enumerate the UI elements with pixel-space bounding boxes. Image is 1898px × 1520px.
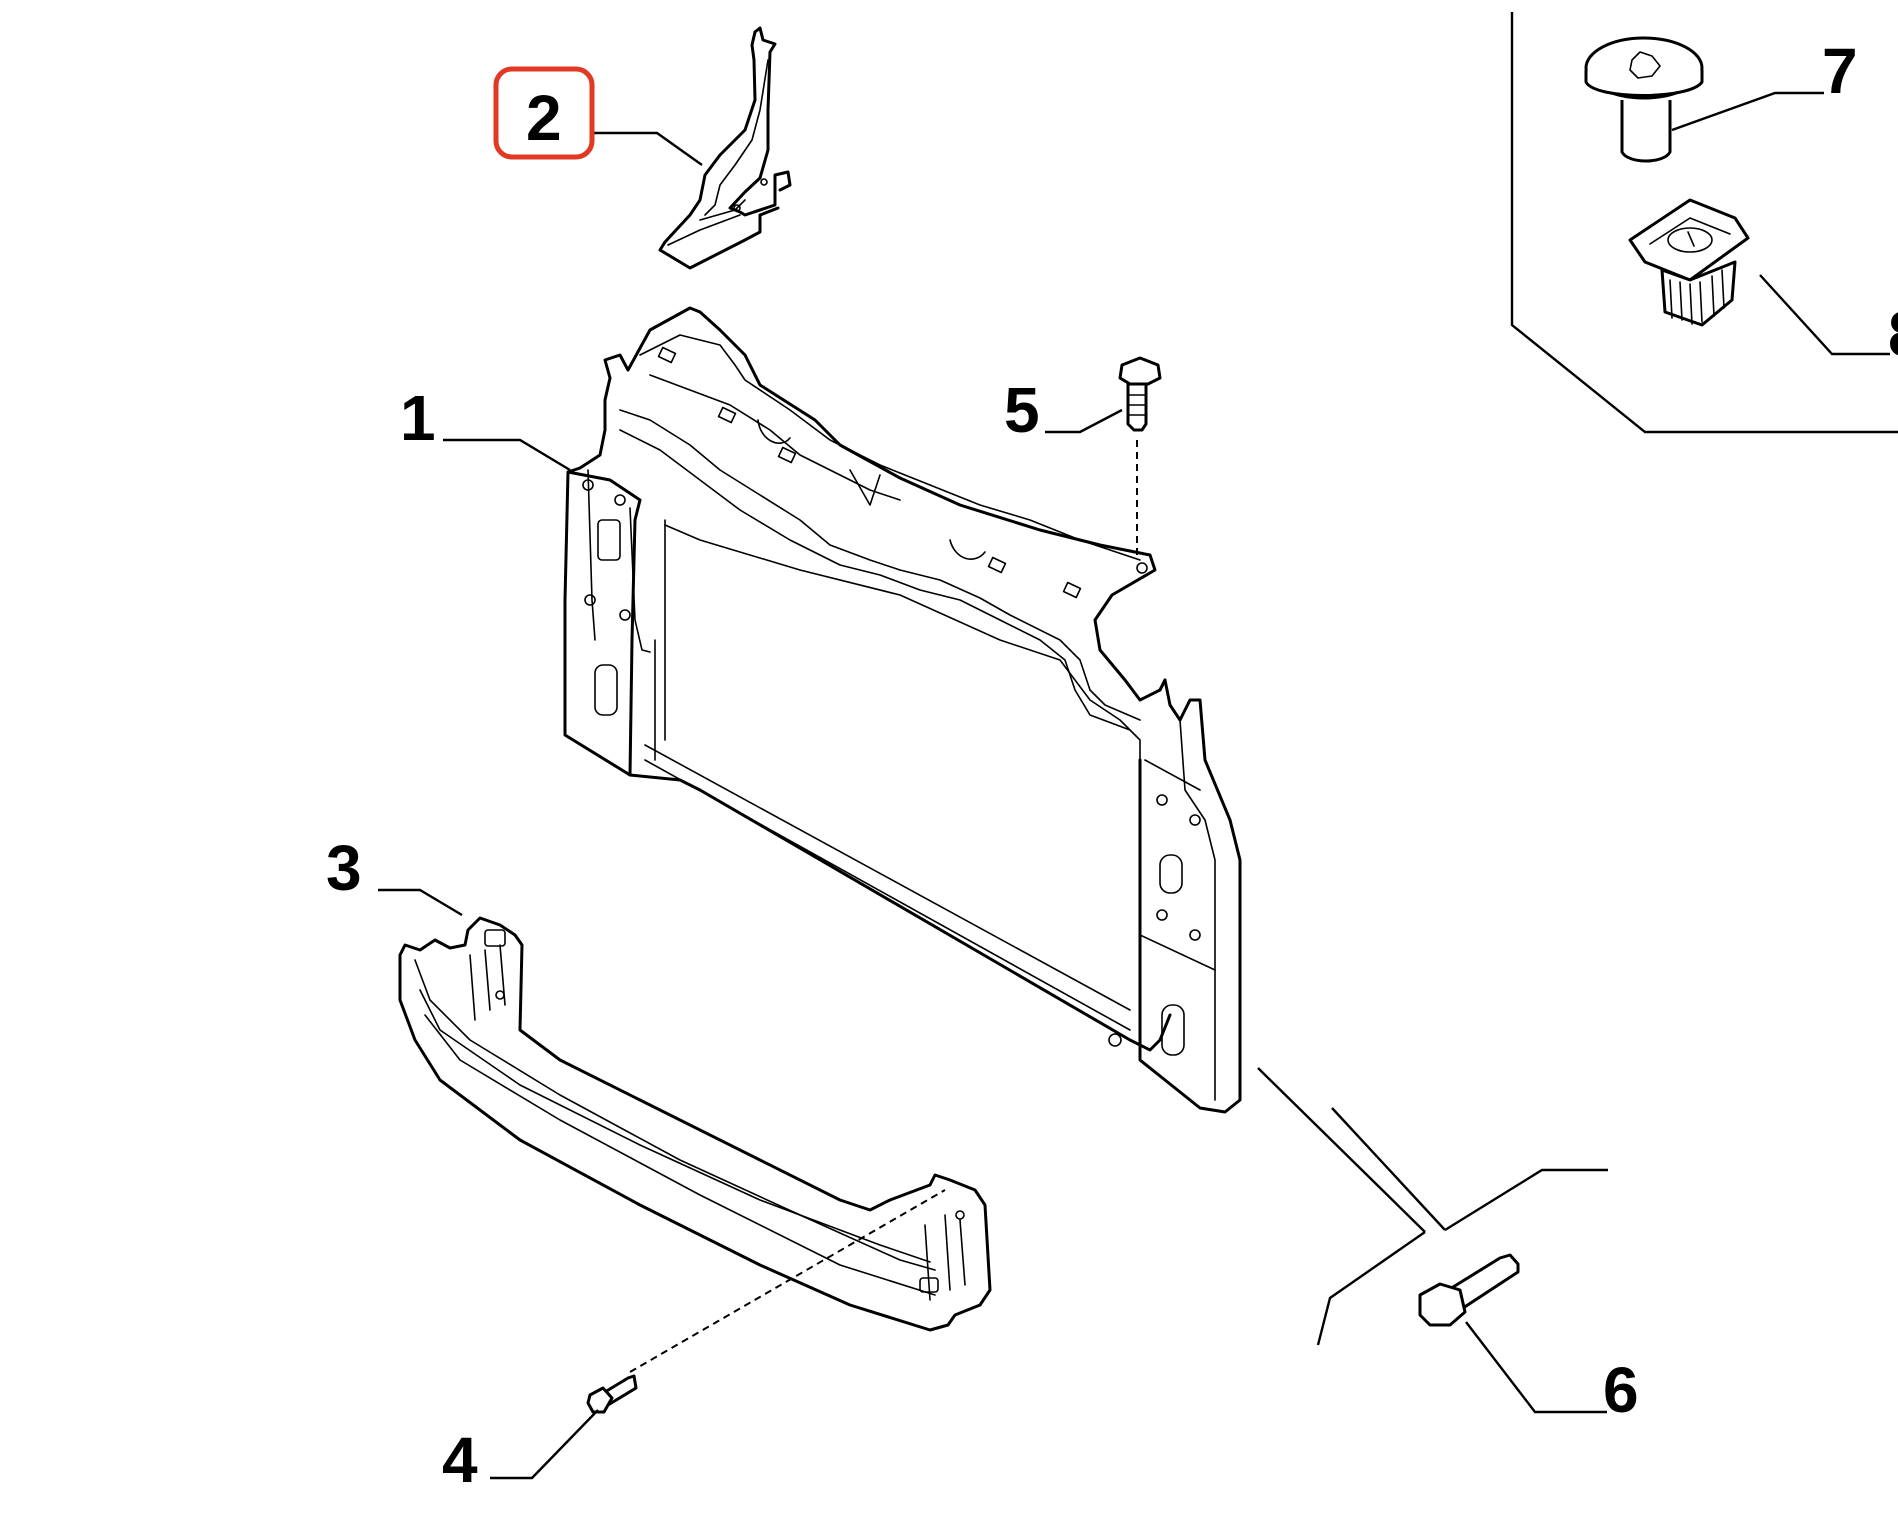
detail-view-lines bbox=[1257, 1067, 1608, 1346]
part-5-bolt[interactable] bbox=[1118, 356, 1162, 432]
callout-1[interactable]: 1 bbox=[400, 382, 436, 454]
part-8-nut-clip[interactable] bbox=[1628, 198, 1750, 327]
part-4-bolt[interactable] bbox=[586, 1374, 638, 1414]
part-6-bolt[interactable] bbox=[1418, 1253, 1520, 1327]
part-1-front-frame[interactable] bbox=[563, 306, 1242, 1114]
part-2-bracket[interactable] bbox=[658, 26, 792, 270]
assembly-line-4 bbox=[629, 1189, 946, 1373]
highlight-box bbox=[493, 66, 595, 160]
callout-3[interactable]: 3 bbox=[326, 832, 362, 904]
callout-2[interactable]: 2 bbox=[526, 82, 562, 154]
leader-lines bbox=[378, 91, 1890, 1480]
callout-5[interactable]: 5 bbox=[1004, 374, 1040, 446]
part-3-bumper-beam[interactable] bbox=[398, 916, 992, 1332]
inset-border bbox=[1510, 12, 1898, 434]
callout-7[interactable]: 7 bbox=[1822, 35, 1858, 107]
callout-8[interactable]: 8 bbox=[1888, 298, 1898, 370]
part-7-screw[interactable] bbox=[1584, 36, 1704, 163]
callout-4[interactable]: 4 bbox=[442, 1424, 478, 1496]
callout-6[interactable]: 6 bbox=[1603, 1354, 1639, 1426]
